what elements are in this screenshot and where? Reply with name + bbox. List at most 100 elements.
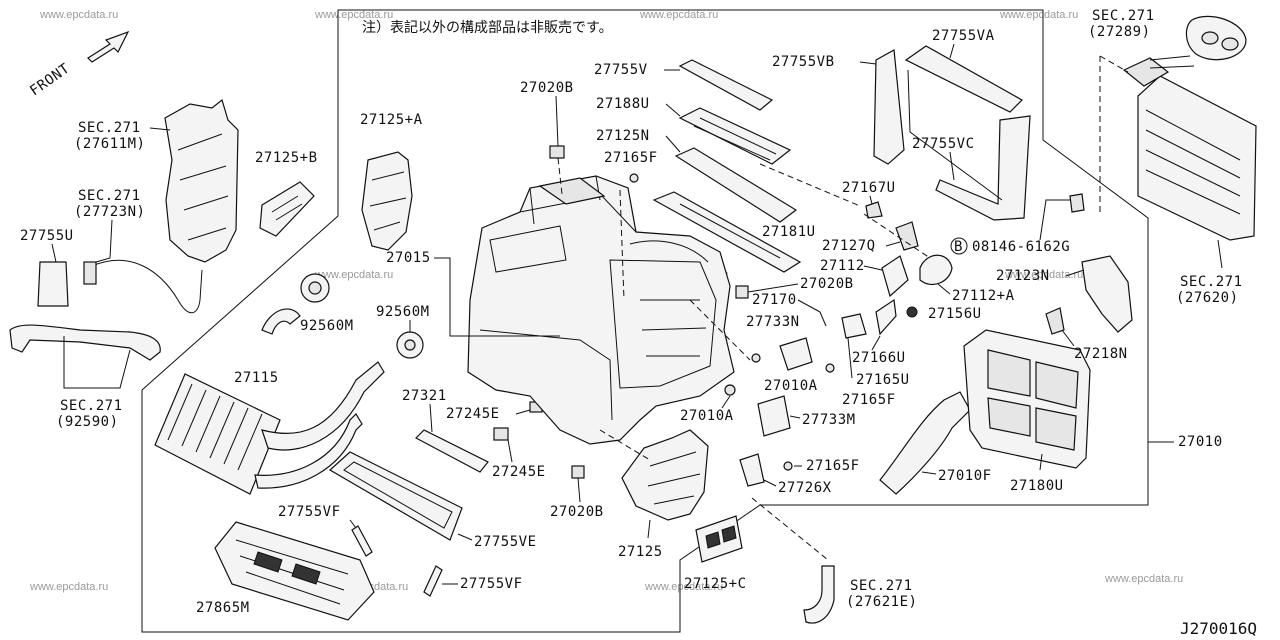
leader-line xyxy=(763,479,777,487)
spring-27170 xyxy=(819,311,827,327)
sensor-27726x xyxy=(739,453,765,487)
duct-rib xyxy=(369,171,407,231)
label-27125: 27125 xyxy=(618,544,663,560)
label-27010: 27010 xyxy=(1178,434,1223,450)
leader-line xyxy=(1217,239,1223,269)
watermark: www.epcdata.ru xyxy=(314,269,393,281)
sensor-wire xyxy=(91,259,203,314)
unit-top-vent xyxy=(538,177,606,205)
clip-27020b xyxy=(735,285,749,299)
duct-rib xyxy=(647,451,701,505)
label-27180u: 27180U xyxy=(1010,478,1064,494)
leader-line xyxy=(665,135,681,153)
label-27733n: 27733N xyxy=(746,314,800,330)
label-27726x: 27726X xyxy=(778,480,832,496)
leader-line xyxy=(885,241,901,247)
label-27755vc: 27755VC xyxy=(912,136,975,152)
label-27010a: 27010A xyxy=(680,408,734,424)
label-27125b: 27125+B xyxy=(255,150,318,166)
grille-opening xyxy=(705,525,737,549)
label-27755vf: 27755VF xyxy=(278,504,341,520)
label-92560m: 92560M xyxy=(300,318,354,334)
seal-hole xyxy=(1221,37,1239,51)
duct-27125a xyxy=(361,151,413,251)
label-27112a: 27112+A xyxy=(952,288,1015,304)
label-27245e: 27245E xyxy=(492,464,546,480)
label-27020b: 27020B xyxy=(520,80,574,96)
leader-line xyxy=(1039,453,1043,471)
seal-hole xyxy=(1201,31,1219,45)
label-27010a: 27010A xyxy=(764,378,818,394)
seal-27755va xyxy=(904,45,1023,113)
leader-line xyxy=(555,95,559,147)
watermark: www.epcdata.ru xyxy=(1104,573,1183,585)
leader-line xyxy=(797,299,821,313)
watermark: www.epcdata.ru xyxy=(644,581,723,593)
label-27218n: 27218N xyxy=(1074,346,1128,362)
label-27755u: 27755U xyxy=(20,228,74,244)
label-27156u: 27156U xyxy=(928,306,982,322)
clip-27245e xyxy=(493,427,509,441)
watermark: www.epcdata.ru xyxy=(39,9,118,21)
label-27755vf: 27755VF xyxy=(460,576,523,592)
door-opening xyxy=(253,551,321,585)
watermark: www.epcdata.ru xyxy=(314,9,393,21)
label-27010f: 27010F xyxy=(938,468,992,484)
bolt-marker xyxy=(950,237,968,255)
heater-pipe xyxy=(261,308,301,335)
leader-line xyxy=(95,219,113,263)
unit-panel xyxy=(489,225,567,273)
amp-27733m xyxy=(757,395,791,437)
evap-fin xyxy=(1145,109,1241,215)
leader-line xyxy=(647,519,651,539)
label-27020b: 27020B xyxy=(550,504,604,520)
label-27020b: 27020B xyxy=(800,276,854,292)
leader-line xyxy=(859,61,877,65)
label-sec271: SEC.271 xyxy=(1092,8,1155,24)
screw-27165f xyxy=(629,173,639,183)
label-27245e: 27245E xyxy=(446,406,500,422)
arm-27166u xyxy=(875,298,897,336)
clip-27020b xyxy=(571,465,585,479)
leader-line xyxy=(349,519,357,529)
label-27112: 27112 xyxy=(820,258,865,274)
watermark: www.epcdata.ru xyxy=(639,9,718,21)
unit-edge xyxy=(629,240,709,263)
leader-line xyxy=(847,337,853,379)
diagram-code: J270016Q xyxy=(1180,619,1257,638)
label-27723n: (27723N) xyxy=(74,204,145,220)
label-27165f: 27165F xyxy=(806,458,860,474)
leader-line xyxy=(63,336,131,389)
leader-line xyxy=(949,151,955,181)
label-27167u: 27167U xyxy=(842,180,896,196)
note-text: 注）表記以外の構成部品は非販売です。 xyxy=(362,19,613,36)
leader-line xyxy=(577,477,581,503)
label-sec271: SEC.271 xyxy=(850,578,913,594)
label-27755ve: 27755VE xyxy=(474,534,537,550)
label-27123n: 27123N xyxy=(996,268,1050,284)
label-sec271: SEC.271 xyxy=(1180,274,1243,290)
bolt-08146 xyxy=(1069,193,1085,213)
guide-line xyxy=(751,497,829,561)
guide-line xyxy=(759,163,861,207)
label-92590: (92590) xyxy=(56,414,119,430)
bolt-b-label: B xyxy=(954,239,963,255)
seal-27755vb xyxy=(873,49,905,165)
front-indicator: FRONT xyxy=(27,30,130,99)
heater-core-27115 xyxy=(154,373,281,495)
pad-27755u xyxy=(37,261,69,307)
leader-line xyxy=(665,103,681,117)
grommet-hole xyxy=(308,281,322,295)
lever-27127q xyxy=(895,221,919,251)
link-27218n xyxy=(1045,307,1065,335)
grille-slat xyxy=(271,195,303,221)
grille-27125b xyxy=(259,181,315,237)
link-27112 xyxy=(881,255,909,298)
hose-92590 xyxy=(9,324,161,361)
watermark: www.epcdata.ru xyxy=(999,9,1078,21)
grommet-hole xyxy=(404,339,416,351)
seal-inner xyxy=(343,461,453,529)
leader-line xyxy=(747,283,799,293)
evaporator-27620 xyxy=(1137,75,1257,241)
